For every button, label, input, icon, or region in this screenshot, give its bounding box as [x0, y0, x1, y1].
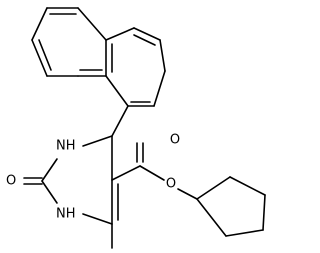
bond — [229, 176, 266, 196]
bond — [133, 27, 161, 41]
cyclopentyl-ring — [196, 176, 266, 237]
atom-oxygen-ring-carbonyl: O — [6, 174, 16, 189]
naphthalene-right-ring — [105, 27, 166, 107]
bond — [31, 39, 48, 77]
atom-nh-bottom: NH — [56, 207, 76, 222]
pyrimidine-ring — [23, 135, 119, 249]
atom-oxygen-ester-carbonyl: O — [170, 133, 180, 148]
bond — [82, 135, 113, 147]
bond — [111, 165, 141, 181]
bond — [82, 213, 113, 225]
bond — [196, 198, 227, 237]
bond — [41, 158, 58, 182]
bond — [105, 75, 129, 107]
bond — [262, 194, 266, 231]
bond — [159, 39, 166, 72]
bond — [139, 165, 165, 181]
atom-labels: NH NH O O O — [6, 133, 180, 222]
bond — [196, 176, 231, 200]
bond — [77, 7, 107, 41]
naphthalene-left-ring — [31, 7, 107, 77]
atom-oxygen-ester: O — [166, 177, 176, 192]
double-bond-inner — [38, 39, 52, 71]
molecule-structure: NH NH O O O — [6, 7, 266, 249]
ester-group — [111, 142, 198, 200]
bond — [31, 7, 48, 41]
bond — [105, 27, 135, 41]
bond — [177, 188, 198, 200]
atom-nh-top: NH — [56, 139, 76, 154]
bond — [225, 229, 264, 237]
bond-naphthyl-c4 — [111, 105, 129, 137]
bond — [153, 70, 166, 107]
double-bond-inner — [133, 34, 156, 46]
bond — [41, 180, 58, 204]
